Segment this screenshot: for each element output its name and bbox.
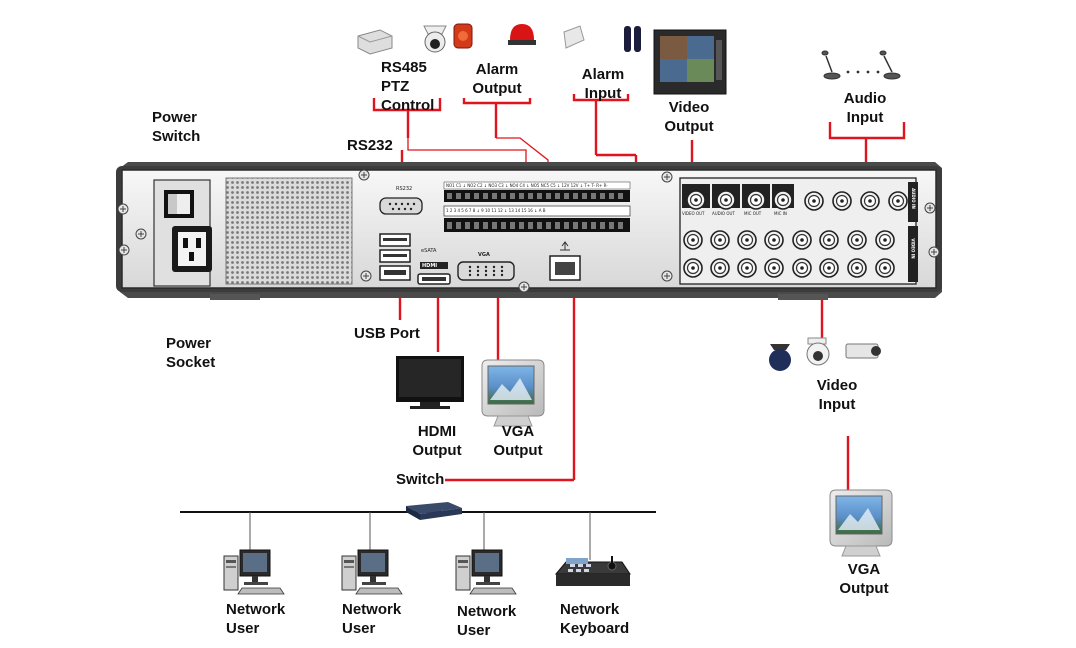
video-output-label-line2: Output (664, 118, 714, 135)
rs485-label-line3: Control (381, 97, 435, 114)
power-switch-label-line2: Switch (152, 128, 201, 145)
alarm-output-devices (508, 24, 536, 45)
panel-mic-in-text: MIC IN (774, 211, 787, 216)
panel-video-out-text: VIDEO OUT (682, 211, 705, 216)
video-output-label-line1: Video (668, 99, 710, 116)
network-user-pc-1 (223, 549, 285, 595)
hdmi-output-label-line2: Output (412, 442, 462, 459)
panel-audio-out-text: AUDIO OUT (712, 211, 735, 216)
rs485-label-line2: PTZ (381, 78, 410, 95)
vga-output-right-label: VGA Output (828, 560, 900, 598)
rs485-devices (357, 23, 473, 55)
usb-port-label: USB Port (354, 325, 420, 342)
audio-input-mics (821, 50, 901, 80)
alarm-input-devices (563, 25, 641, 52)
network-user-1-line2: User (226, 620, 260, 637)
alarm-input-label-line1: Alarm (581, 66, 625, 83)
signal-wires (372, 94, 906, 492)
network-switch (406, 502, 462, 520)
panel-terminal-top-text: NO1 C1 ↓ NO2 C2 ↓ NO3 C3 ↓ NO4 C4 ↓ NO5 … (446, 183, 608, 188)
video-input-label-line1: Video (816, 377, 858, 394)
hdmi-output-label: HDMI Output (402, 422, 472, 460)
network-user-label-1: Network User (226, 600, 285, 638)
panel-rs232-text: RS232 (396, 186, 413, 192)
video-output-label: Video Output (656, 98, 722, 136)
rs232-label: RS232 (347, 137, 393, 154)
network-user-1-line1: Network (226, 601, 286, 618)
vga-output-label-line2: Output (493, 442, 543, 459)
audio-input-label: Audio Input (832, 89, 898, 127)
video-input-cameras (769, 337, 881, 371)
network-user-pc-2 (341, 549, 403, 595)
hdmi-output-label-line1: HDMI (417, 423, 457, 440)
panel-hdmi-text: HDMI (422, 263, 438, 269)
vga-monitor (481, 359, 545, 427)
network-user-2-line1: Network (342, 601, 402, 618)
alarm-output-label: Alarm Output (462, 60, 532, 98)
rs485-label: RS485 PTZ Control (381, 58, 434, 115)
panel-audio-in-side-text: AUDIO IN (910, 188, 916, 209)
network-keyboard-label: Network Keyboard (560, 600, 629, 638)
vga-output-label-line1: VGA (501, 423, 535, 440)
video-input-label: Video Input (802, 376, 872, 414)
panel-esata-text: eSATA (421, 248, 437, 254)
dvr-rear-panel (116, 162, 942, 300)
rs485-label-line1: RS485 (381, 59, 427, 76)
network-keyboard-label-line1: Network (560, 601, 620, 618)
network-user-3-line1: Network (457, 603, 517, 620)
network-user-label-2: Network User (342, 600, 401, 638)
power-socket-label-line1: Power (166, 335, 212, 352)
audio-input-label-line2: Input (846, 109, 884, 126)
vga-output-right-label-line2: Output (839, 580, 889, 597)
network-keyboard-device (554, 556, 631, 586)
power-switch-label: Power Switch (152, 108, 200, 146)
vga-monitor-right (829, 489, 893, 557)
network-user-pc-3 (455, 549, 517, 595)
alarm-input-label-line2: Input (584, 85, 622, 102)
power-socket-label-line2: Socket (166, 354, 216, 371)
video-output-monitor (653, 29, 727, 95)
panel-terminal-bottom-text: 1 2 3 4 5 6 7 8 ↓ 9 10 11 12 ↓ 13 14 15 … (446, 208, 546, 213)
switch-label: Switch (396, 471, 445, 488)
alarm-input-label: Alarm Input (572, 65, 634, 103)
vga-output-label: VGA Output (482, 422, 554, 460)
panel-vga-text: VGA (478, 252, 490, 258)
power-socket-label: Power Socket (166, 334, 215, 372)
audio-input-label-line1: Audio (843, 90, 887, 107)
hdmi-monitor (396, 356, 464, 409)
power-switch-label-line1: Power (152, 109, 198, 126)
panel-video-in-side-text: VIDEO IN (910, 238, 916, 259)
alarm-output-label-line1: Alarm (475, 61, 519, 78)
network-user-label-3: Network User (457, 602, 516, 640)
vga-output-right-label-line1: VGA (847, 561, 881, 578)
alarm-output-label-line2: Output (472, 80, 522, 97)
network-user-3-line2: User (457, 622, 491, 639)
video-input-label-line2: Input (818, 396, 856, 413)
panel-mic-out-text: MIC OUT (744, 211, 762, 216)
network-user-2-line2: User (342, 620, 376, 637)
network-keyboard-label-line2: Keyboard (560, 620, 630, 637)
